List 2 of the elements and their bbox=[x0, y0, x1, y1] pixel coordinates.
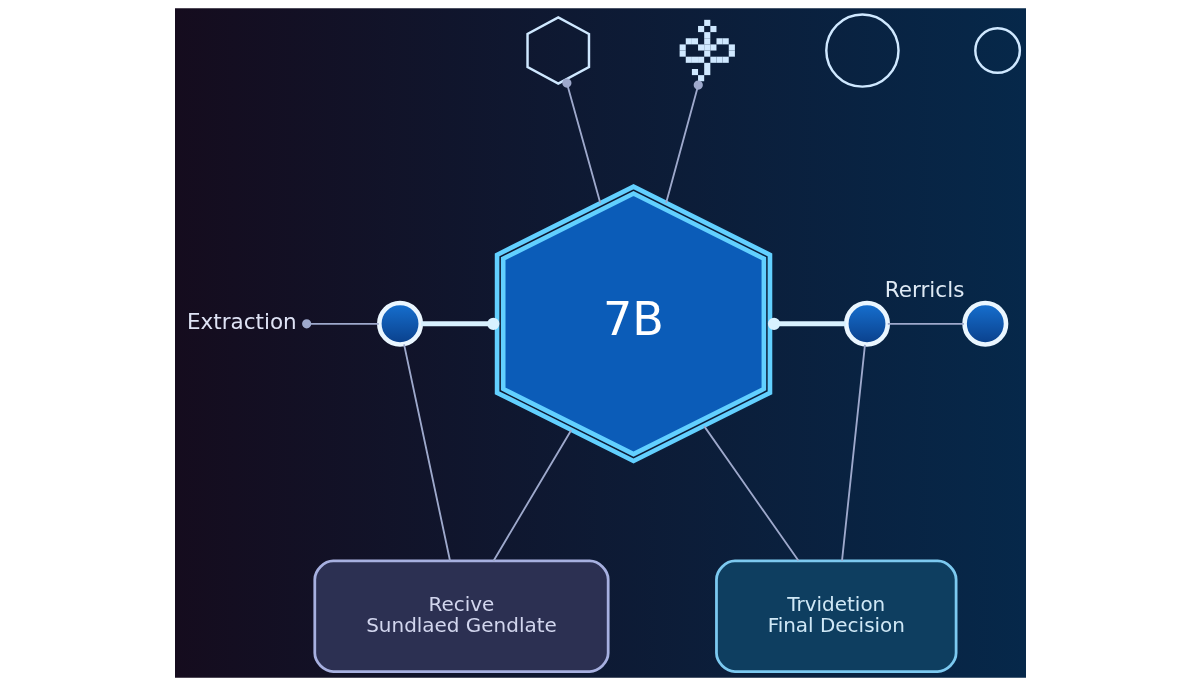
node-text: Extraction bbox=[186, 309, 297, 335]
node-label: Rerricls bbox=[884, 277, 964, 303]
